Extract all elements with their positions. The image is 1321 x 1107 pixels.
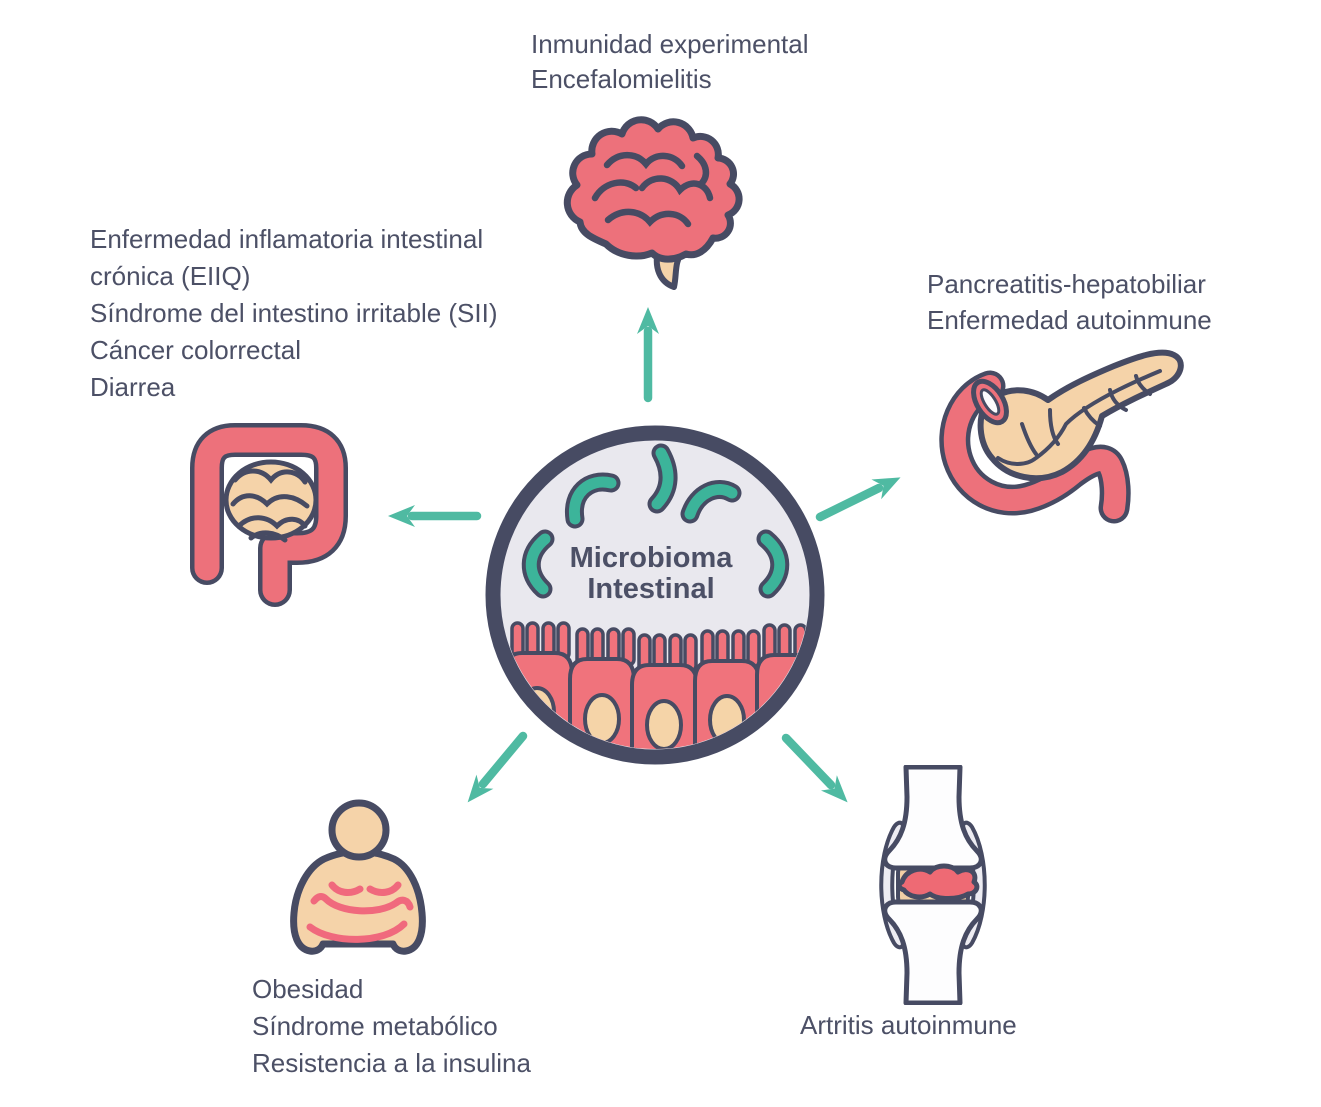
label-line: Obesidad — [252, 974, 364, 1004]
label-line: Resistencia a la insulina — [252, 1048, 531, 1078]
label-line: Enfermedad autoinmune — [927, 305, 1212, 335]
obese-person-icon — [290, 799, 426, 955]
label-line: Síndrome del intestino irritable (SII) — [90, 298, 498, 328]
center-title-line2: Intestinal — [587, 573, 714, 605]
label-line: Síndrome metabólico — [252, 1011, 498, 1041]
brain-icon — [563, 116, 743, 290]
label-line: Cáncer colorrectal — [90, 335, 301, 365]
gut-microbiome-circle-icon: Microbioma Intestinal — [485, 425, 825, 765]
label-intestine-conditions: Enfermedad inflamatoria intestinal cróni… — [90, 221, 498, 406]
label-line: Artritis autoinmune — [800, 1010, 1017, 1040]
label-line: Pancreatitis-hepatobiliar — [927, 269, 1206, 299]
arrow-to-pancreas — [815, 477, 901, 522]
label-line: crónica (EIIQ) — [90, 261, 251, 291]
label-obesity-conditions: Obesidad Síndrome metabólico Resistencia… — [252, 971, 531, 1082]
center-title-line1: Microbioma — [570, 542, 734, 574]
label-arthritis-conditions: Artritis autoinmune — [800, 1007, 1017, 1044]
label-brain-conditions: Inmunidad experimental Encefalomielitis — [531, 27, 809, 97]
label-line: Inmunidad experimental — [531, 29, 809, 59]
bacteria-icons — [521, 443, 790, 599]
label-pancreas-conditions: Pancreatitis-hepatobiliar Enfermedad aut… — [927, 266, 1212, 338]
pancreas-icon — [939, 349, 1184, 524]
joint-icon — [879, 765, 987, 1005]
label-line: Encefalomielitis — [531, 64, 712, 94]
label-line: Enfermedad inflamatoria intestinal — [90, 224, 484, 254]
duodenal-papilla — [971, 378, 1009, 426]
intestine-icon — [190, 423, 348, 607]
label-line: Diarrea — [90, 372, 176, 402]
